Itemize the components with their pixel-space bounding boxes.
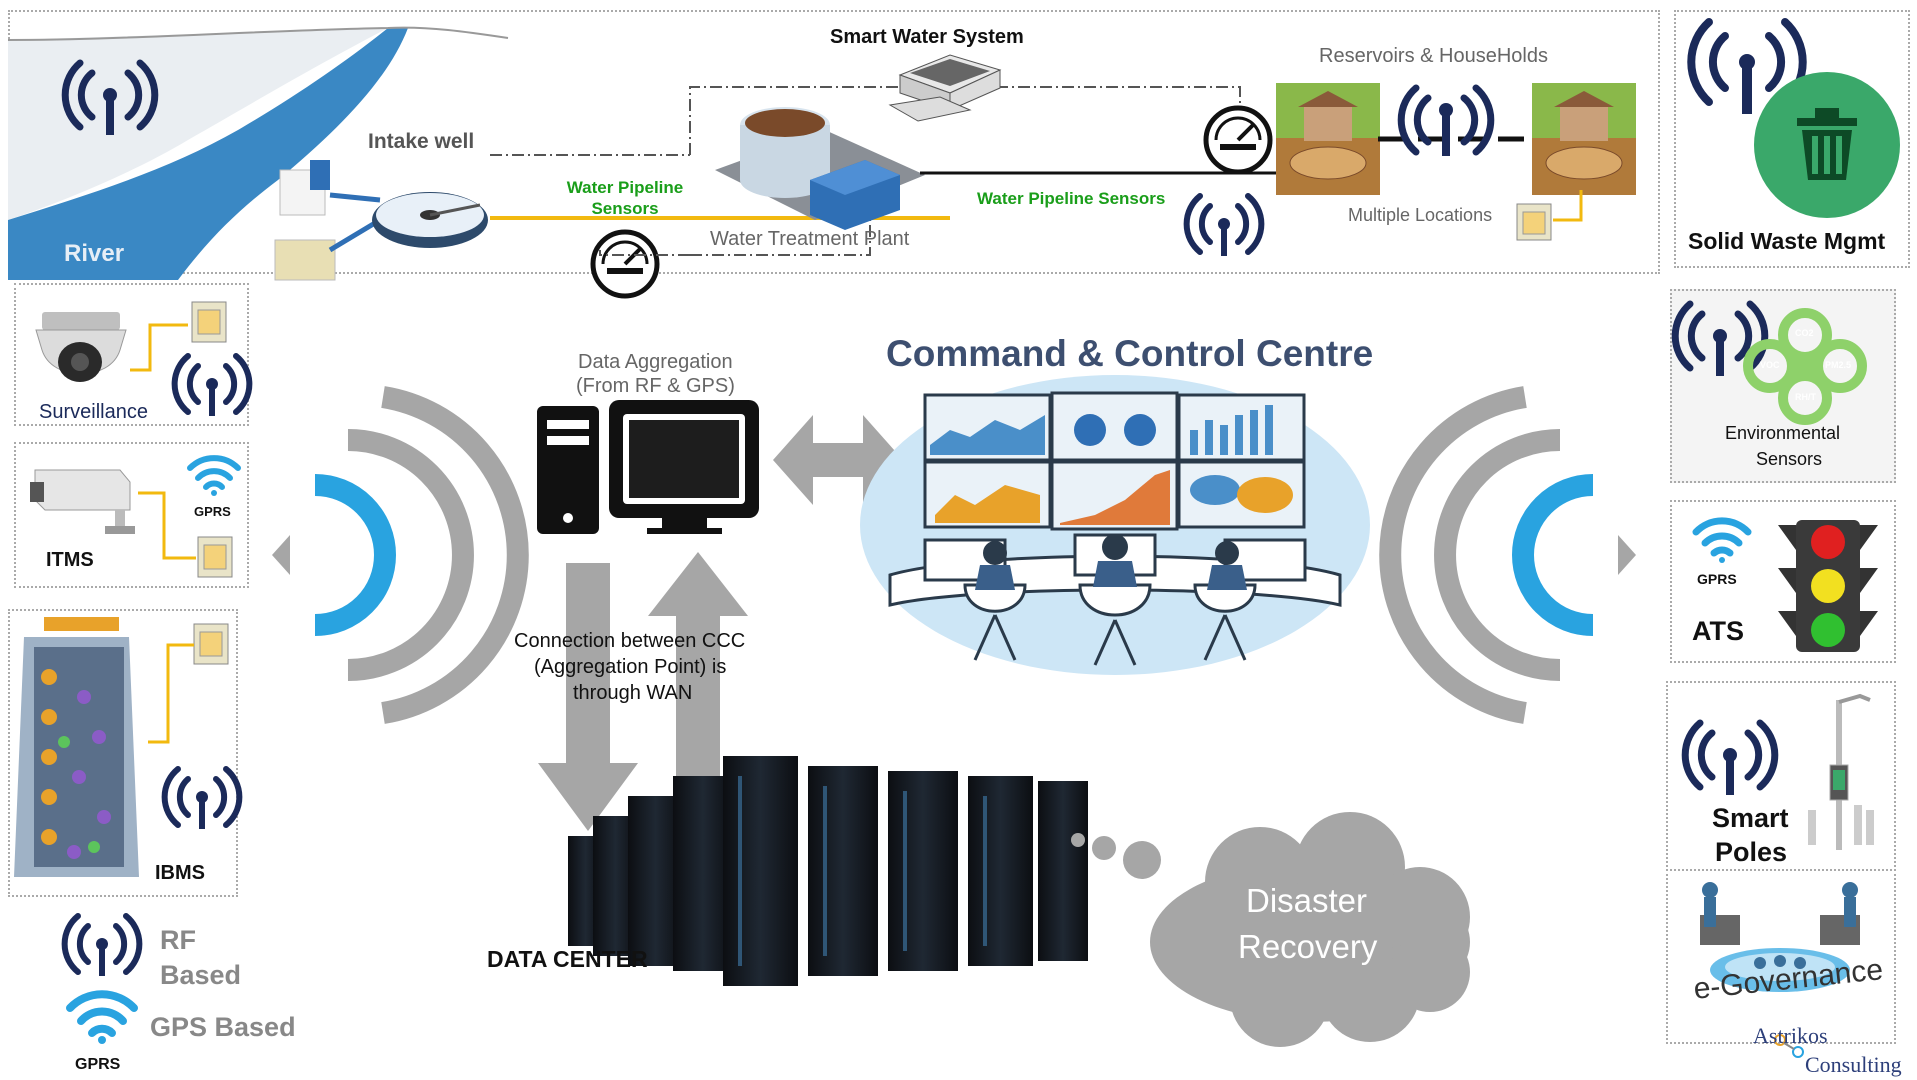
smart-poles-label-line1: Smart: [1712, 803, 1789, 833]
reservoir-link-line: [1378, 136, 1538, 142]
rf-based-label-line2: Based: [160, 960, 242, 990]
wifi-icon: [1692, 517, 1752, 563]
gprs-label: GPRS: [194, 504, 231, 519]
river-graphic: [7, 26, 509, 280]
environmental-sensor-graphic: [1743, 308, 1867, 425]
reservoirs-label: Reservoirs & HouseHolds: [1319, 45, 1548, 67]
treatment-plant-graphic: [715, 107, 925, 230]
wan-label-line1: Connection between CCC: [514, 630, 746, 652]
egovernance-graphic: [1700, 882, 1860, 992]
antenna-icon: [1397, 84, 1495, 156]
data-aggregation-label-line2: (From RF & GPS): [576, 375, 735, 397]
controller-box-icon: [193, 623, 229, 665]
gps-based-label: GPS Based: [150, 1012, 296, 1042]
antenna-icon: [61, 913, 143, 976]
wifi-icon: [66, 990, 138, 1044]
intake-well-graphic: [274, 160, 382, 281]
environmental-label-line2: Sensors: [1756, 449, 1823, 469]
antenna-icon: [1681, 719, 1779, 795]
smart-poles-label-line2: Poles: [1715, 837, 1788, 867]
controller-link-line: [148, 643, 194, 744]
rf-based-label-line1: RF: [160, 925, 196, 955]
environmental-label-line1: Environmental: [1725, 423, 1841, 443]
control-dashed-lines: [490, 86, 1241, 256]
waste-bin-icon: [1754, 72, 1900, 218]
controller-box-icon: [197, 536, 233, 578]
solid-waste-panel: [1674, 10, 1910, 268]
antenna-icon: [61, 59, 159, 135]
wireless-waves-right: [1379, 386, 1636, 724]
river-label: River: [64, 240, 125, 267]
itms-panel: [14, 442, 249, 588]
wifi-icon: [187, 455, 241, 496]
co2-label: CO2: [1795, 328, 1814, 338]
data-center-racks: [568, 756, 1088, 986]
ats-panel: [1670, 500, 1896, 663]
data-aggregation-label-line1: Data Aggregation: [578, 351, 733, 373]
intake-well-label: Intake well: [368, 130, 475, 153]
antenna-icon: [1183, 193, 1265, 256]
reservoir-house-graphic: [1276, 83, 1380, 195]
server-monitor-icon: [537, 400, 759, 534]
pm25-label: PM2.5: [1825, 360, 1852, 370]
traffic-light-icon: [1778, 520, 1878, 652]
ibms-panel: [8, 609, 238, 897]
brand-label-line1: Astrikos: [1753, 1023, 1828, 1048]
solid-waste-label: Solid Waste Mgmt: [1688, 228, 1886, 254]
controller-link-line: [1553, 190, 1583, 222]
pipeline-sensors-right-label: Water Pipeline Sensors: [977, 189, 1166, 208]
gauge-icon: [590, 229, 660, 299]
surveillance-camera-icon: [35, 312, 127, 382]
gprs-label: GPRS: [75, 1056, 121, 1073]
brand-logo-icon: [1774, 1034, 1804, 1058]
antenna-icon: [171, 353, 253, 416]
controller-box-icon: [191, 301, 227, 343]
antenna-icon: [1671, 300, 1769, 376]
downlink-arrow: [538, 563, 638, 831]
control-room-graphic: [860, 375, 1370, 675]
disaster-recovery-label-line1: Disaster: [1246, 882, 1368, 919]
brand-label-line2: Consulting: [1805, 1052, 1902, 1077]
controller-link-line: [130, 323, 188, 372]
itms-label: ITMS: [46, 549, 94, 571]
ats-label: ATS: [1692, 616, 1744, 646]
traffic-camera-icon: [30, 469, 135, 534]
computer-icon: [888, 54, 1002, 122]
clarifier-graphic: [372, 192, 488, 248]
controller-link-line: [138, 491, 196, 560]
uplink-arrow: [648, 552, 748, 792]
smart-pole-icon: [1808, 693, 1874, 850]
wan-label-line3: through WAN: [573, 682, 693, 704]
disaster-recovery-label-line2: Recovery: [1238, 928, 1378, 965]
controller-box-icon: [1516, 203, 1552, 241]
gprs-label: GPRS: [1697, 571, 1737, 587]
treatment-plant-label: Water Treatment Plant: [710, 228, 910, 250]
voc-label: VOC: [1760, 360, 1780, 370]
building-cutaway-graphic: [14, 617, 139, 877]
gauge-icon: [1203, 105, 1273, 175]
reservoir-house-graphic: [1532, 83, 1636, 195]
wireless-waves-left: [272, 386, 529, 724]
rh-label: RH/T: [1795, 392, 1816, 402]
surveillance-panel: [14, 283, 249, 426]
pipeline-sensors-left-label: Water Pipeline Sensors: [566, 178, 684, 218]
wan-label-line2: (Aggregation Point) is: [534, 656, 727, 678]
smart-water-title: Smart Water System: [830, 26, 1024, 48]
multiple-locations-label: Multiple Locations: [1348, 205, 1493, 225]
ccc-title: Command & Control Centre: [886, 333, 1374, 374]
egovernance-panel: [1666, 869, 1896, 1044]
disaster-recovery-cloud: [1071, 812, 1470, 1047]
antenna-icon: [161, 766, 243, 829]
data-center-label: DATA CENTER: [487, 946, 648, 972]
ibms-label: IBMS: [155, 862, 205, 884]
surveillance-label: Surveillance: [39, 401, 148, 423]
